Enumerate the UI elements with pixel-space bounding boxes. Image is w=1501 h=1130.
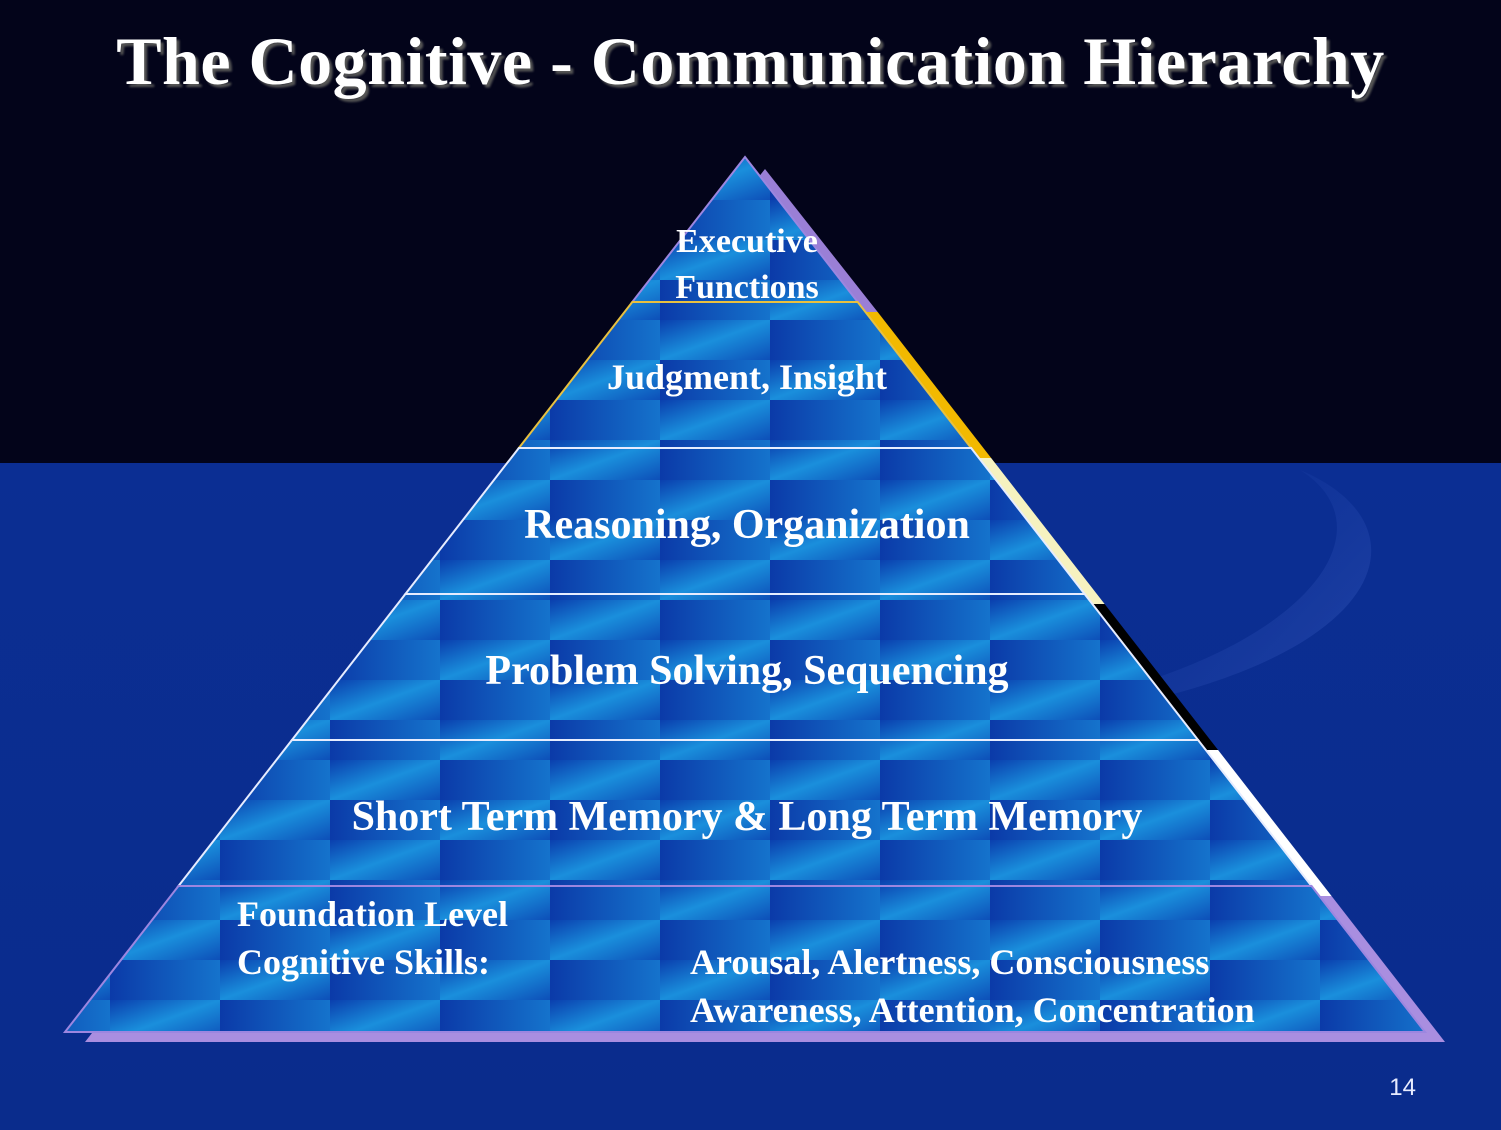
level-2-label: Judgment, Insight bbox=[607, 357, 887, 397]
level-1-label: Executive bbox=[676, 223, 818, 260]
level-4-label: Problem Solving, Sequencing bbox=[485, 648, 1008, 694]
background-swoosh bbox=[1150, 470, 1372, 700]
page-number: 14 bbox=[1389, 1074, 1416, 1101]
level-3-label: Reasoning, Organization bbox=[524, 502, 970, 548]
level-6-label: Foundation Level bbox=[237, 894, 508, 934]
level-6-label: Cognitive Skills: bbox=[237, 942, 490, 982]
foundation-skill-line: Arousal, Alertness, Consciousness bbox=[690, 942, 1209, 982]
level-5-label: Short Term Memory & Long Term Memory bbox=[352, 794, 1143, 840]
level-1-label: Functions bbox=[675, 269, 819, 306]
slide-title: The Cognitive - Communication Hierarchy bbox=[116, 23, 1385, 99]
foundation-skill-line: Awareness, Attention, Concentration bbox=[690, 990, 1255, 1030]
pyramid-level-6 bbox=[62, 885, 1428, 1033]
